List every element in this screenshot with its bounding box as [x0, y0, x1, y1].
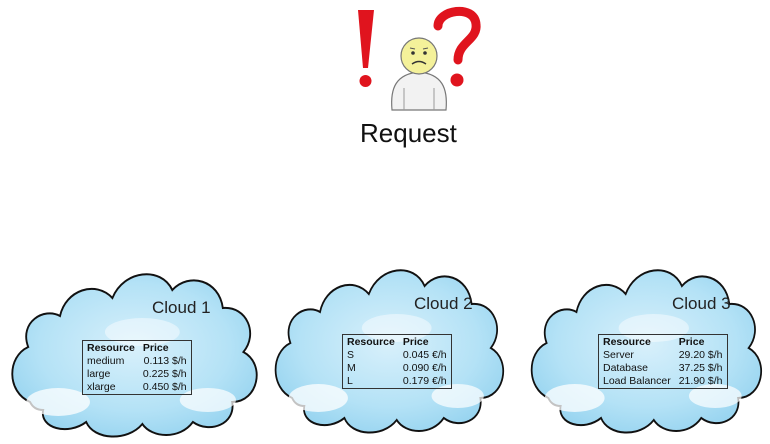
- price-cell: 0.113 $/h: [143, 355, 187, 367]
- table-row: large 0.225 $/h: [83, 368, 192, 381]
- price-cell: 0.090 €/h: [402, 362, 447, 374]
- cloud-3: Cloud 3 Resource Price Server 29.20 $/h …: [522, 248, 768, 440]
- resource-cell: Database: [603, 362, 648, 374]
- cloud-3-shape: [530, 269, 763, 434]
- resource-cell: medium: [87, 355, 125, 367]
- price-cell: 0.450 $/h: [142, 381, 187, 393]
- resource-cell: M: [347, 362, 356, 374]
- price-cell: 0.179 €/h: [402, 375, 447, 387]
- table-row: Load Balancer 21.90 $/h: [599, 375, 728, 389]
- cloud-2-shape: [274, 269, 505, 434]
- price-cell: 0.045 €/h: [402, 349, 447, 361]
- price-cell: 21.90 $/h: [678, 375, 723, 387]
- cloud-3-price-table: Resource Price Server 29.20 $/h Database…: [598, 334, 728, 389]
- table-header-row: Resource Price: [343, 335, 452, 350]
- resource-cell: Load Balancer: [603, 375, 671, 387]
- cloud-3-title: Cloud 3: [672, 294, 731, 313]
- table-header-row: Resource Price: [83, 341, 192, 356]
- question-mark-icon: [428, 2, 484, 92]
- table-row: Database 37.25 $/h: [599, 362, 728, 375]
- price-cell: 0.225 $/h: [142, 368, 187, 380]
- resource-header: Resource: [603, 336, 651, 348]
- price-cell: 29.20 $/h: [678, 349, 723, 361]
- cloud-1-price-table: Resource Price medium 0.113 $/h large 0.…: [82, 340, 192, 395]
- cloud-1-title: Cloud 1: [152, 298, 211, 317]
- price-header: Price: [678, 336, 705, 348]
- resource-cell: L: [347, 375, 353, 387]
- table-row: Server 29.20 $/h: [599, 349, 728, 362]
- resource-header: Resource: [87, 342, 135, 354]
- resource-cell: S: [347, 349, 355, 361]
- resource-cell: Server: [603, 349, 634, 361]
- cloud-1-shape: [11, 273, 258, 438]
- request-label: Request: [360, 118, 457, 148]
- exclamation-mark-icon: [352, 6, 380, 92]
- cloud-2-price-table: Resource Price S 0.045 €/h M 0.090 €/h L…: [342, 334, 452, 389]
- table-row: S 0.045 €/h: [343, 349, 452, 362]
- table-row: L 0.179 €/h: [343, 375, 452, 389]
- cloud-2-title: Cloud 2: [414, 294, 473, 313]
- price-header: Price: [142, 342, 169, 354]
- resource-cell: xlarge: [87, 381, 116, 393]
- confused-user-icon: [384, 30, 454, 112]
- cloud-2: Cloud 2 Resource Price S 0.045 €/h M 0.0…: [266, 248, 510, 440]
- table-row: M 0.090 €/h: [343, 362, 452, 375]
- table-row: medium 0.113 $/h: [83, 355, 192, 368]
- cloud-1: Cloud 1 Resource Price medium 0.113 $/h …: [2, 252, 264, 444]
- table-header-row: Resource Price: [599, 335, 728, 350]
- resource-cell: large: [87, 368, 111, 380]
- table-row: xlarge 0.450 $/h: [83, 381, 192, 395]
- price-cell: 37.25 $/h: [678, 362, 723, 374]
- resource-header: Resource: [347, 336, 395, 348]
- price-header: Price: [402, 336, 429, 348]
